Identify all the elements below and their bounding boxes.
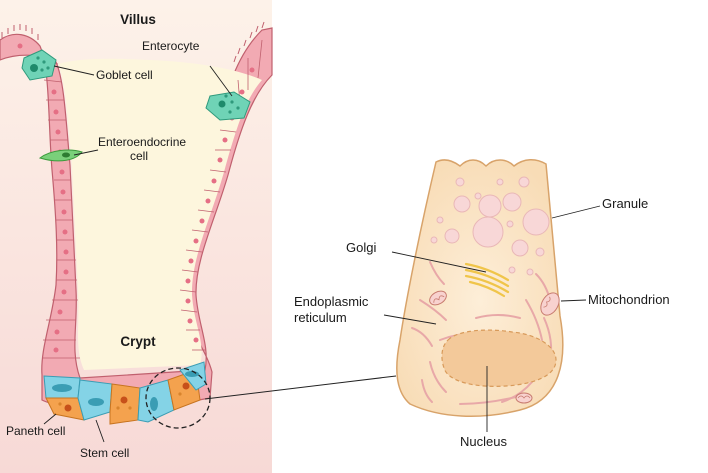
- enteroendocrine-cell: [38, 149, 83, 162]
- nucleus-label: Nucleus: [460, 434, 507, 449]
- villus-label: Villus: [120, 12, 156, 27]
- right-leader-lines: [383, 205, 601, 432]
- nucleus: [441, 329, 557, 387]
- enterocyte-cell: [205, 91, 251, 121]
- microvilli: [1, 21, 265, 63]
- enteroendocrine-label-line1: Enteroendocrine: [98, 135, 186, 149]
- paneth-cell-2: [109, 383, 141, 425]
- endoplasmic-label-line1: Endoplasmic: [294, 294, 369, 309]
- enteroendocrine-label-line2: cell: [130, 149, 148, 163]
- goblet-cell-label: Goblet cell: [96, 68, 153, 82]
- mitochondria: [429, 290, 560, 404]
- crypt-lumen-inner: [58, 58, 262, 371]
- endoplasmic-label-line2: reticulum: [294, 310, 347, 325]
- zoom-connector-line: [204, 375, 397, 400]
- left-leader-lines: [43, 65, 233, 443]
- paneth-cell-label: Paneth cell: [6, 424, 65, 438]
- crypt-label: Crypt: [120, 334, 156, 349]
- stem-cell-label: Stem cell: [80, 446, 129, 460]
- golgi-apparatus: [464, 262, 510, 298]
- mitochondrion-label: Mitochondrion: [588, 292, 670, 307]
- zoomed-paneth-cell: [396, 159, 564, 417]
- enterocyte-label: Enterocyte: [142, 39, 200, 53]
- golgi-label: Golgi: [346, 240, 376, 255]
- goblet-cell: [21, 49, 57, 81]
- secretory-granules: [430, 176, 550, 276]
- granule-label: Granule: [602, 196, 648, 211]
